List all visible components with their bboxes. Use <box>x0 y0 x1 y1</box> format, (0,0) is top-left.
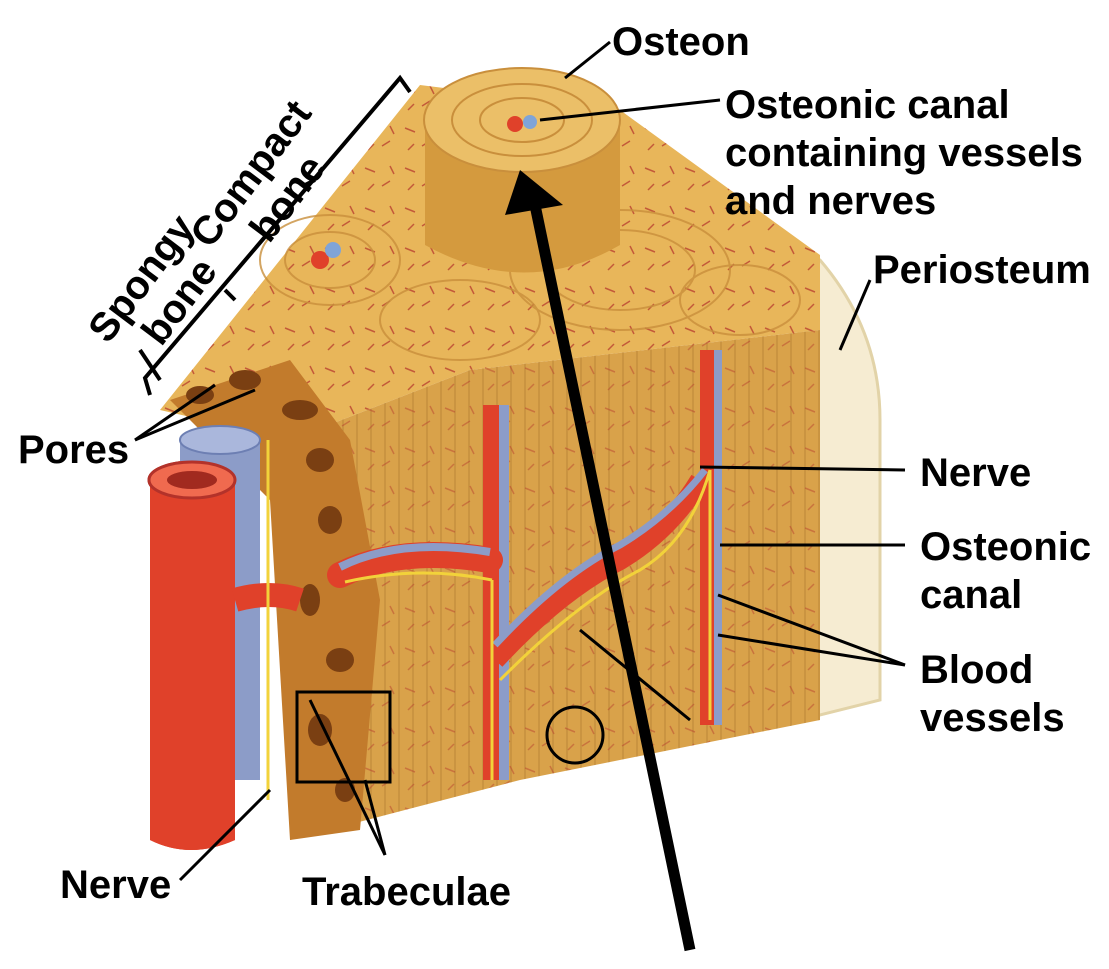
label-osteonic-canal-1: Osteonic <box>920 525 1091 569</box>
label-blood-vessels-1: Blood <box>920 648 1033 692</box>
osteon-cylinder <box>424 68 620 273</box>
label-periosteum: Periosteum <box>873 248 1091 292</box>
label-osteonic-canal-2: canal <box>920 573 1022 617</box>
label-blood-vessels-2: vessels <box>920 696 1065 740</box>
label-trabeculae: Trabeculae <box>302 870 511 914</box>
label-osteon: Osteon <box>612 20 750 64</box>
osteon-artery <box>507 116 523 132</box>
label-nerve-bottom: Nerve <box>60 863 171 907</box>
leader-osteon <box>565 42 610 78</box>
label-pores: Pores <box>18 428 129 472</box>
label-osteonic-canal-vessels-1: Osteonic canal <box>725 83 1010 127</box>
osteon-vein <box>523 115 537 129</box>
label-nerve-right: Nerve <box>920 451 1031 495</box>
label-osteonic-canal-vessels-3: and nerves <box>725 179 936 223</box>
label-osteonic-canal-vessels-2: containing vessels <box>725 131 1083 175</box>
